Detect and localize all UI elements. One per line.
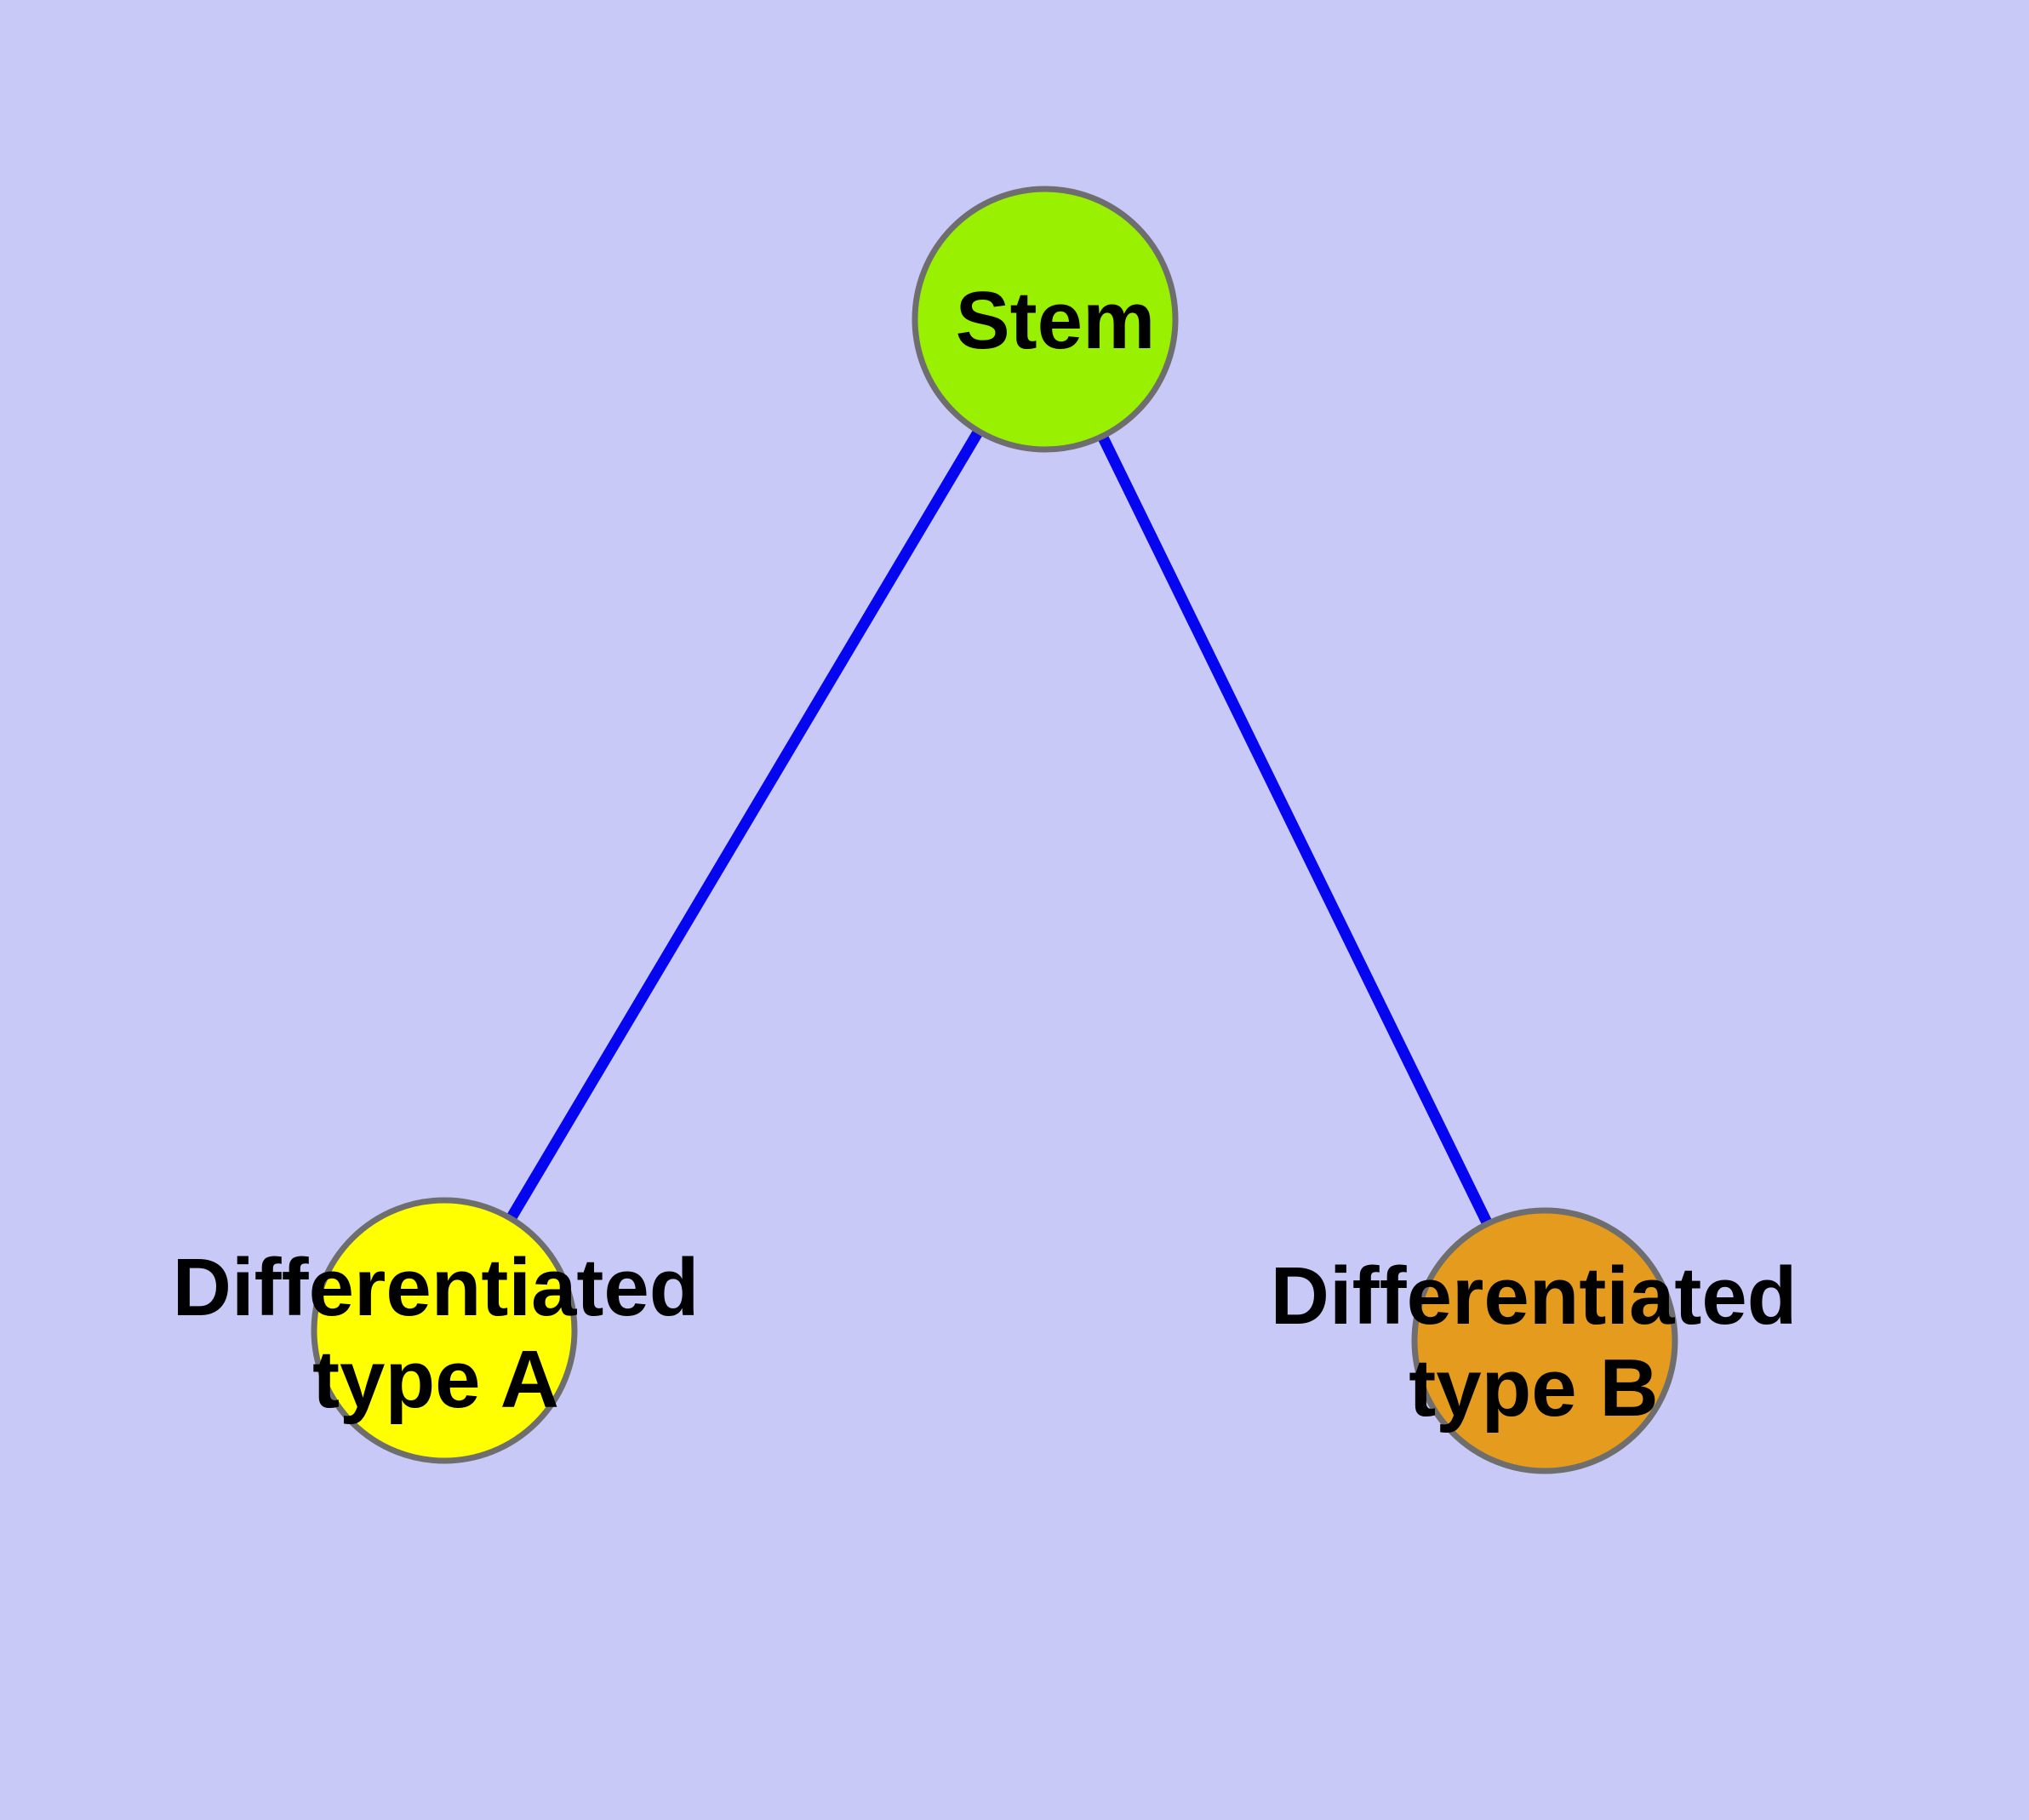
edge-stem-to-type-a (439, 316, 1050, 1334)
edge-stem-to-type-b (1040, 317, 1550, 1343)
node-type-a-circle[interactable] (311, 1197, 578, 1464)
node-stem-circle[interactable] (912, 186, 1179, 453)
node-type-b-circle[interactable] (1411, 1207, 1678, 1474)
